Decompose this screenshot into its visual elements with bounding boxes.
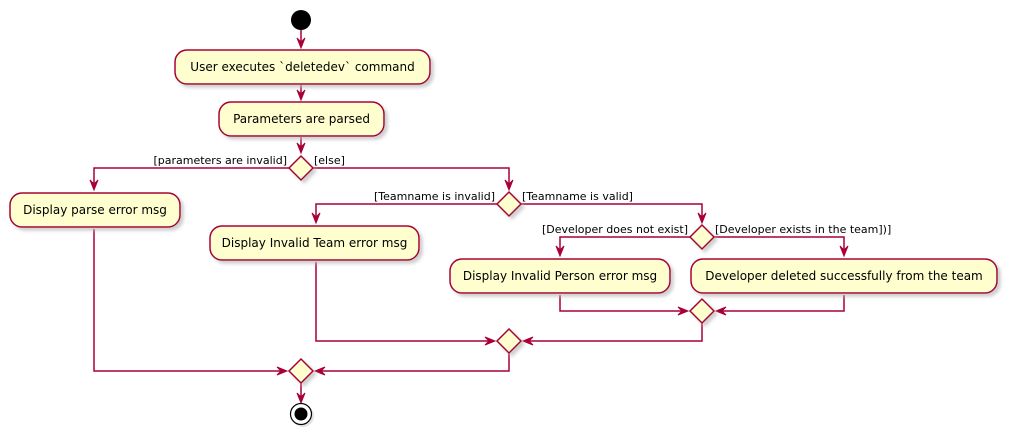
- guard-else: [else]: [314, 154, 345, 167]
- arrowhead-down: [504, 179, 514, 192]
- edges: [93, 30, 845, 399]
- start-node: [291, 10, 311, 30]
- end-node: [289, 402, 314, 427]
- activity-user-executes-label: User executes `deletedev` command: [190, 60, 414, 74]
- arrowhead-right: [484, 336, 497, 346]
- arrowhead-down: [296, 37, 306, 50]
- guard-team-valid: [Teamname is valid]: [522, 190, 633, 203]
- arrowhead-down: [697, 212, 707, 225]
- edge-dev-deleted-to-merge: [720, 295, 845, 312]
- arrowhead-right: [276, 366, 289, 376]
- arrowhead-down: [89, 179, 99, 192]
- arrowhead-right: [677, 306, 690, 316]
- edge-merge-inner-to-merge-team: [527, 323, 703, 342]
- guard-params-invalid: [parameters are invalid]: [153, 154, 287, 167]
- activity-dev-deleted: Developer deleted successfully from the …: [690, 258, 998, 294]
- activity-invalid-person: Display Invalid Person error msg: [449, 258, 671, 294]
- edge-merge-team-to-merge-final: [319, 353, 510, 372]
- arrowhead-down: [296, 392, 306, 405]
- edge-dev-not-exist-branch: [559, 236, 690, 254]
- arrowheads: [89, 37, 849, 405]
- edge-invalid-person-to-merge: [559, 295, 684, 312]
- activity-parse-error: Display parse error msg: [9, 192, 181, 228]
- edge-team-invalid-branch: [315, 203, 497, 221]
- arrowhead-down: [555, 245, 565, 258]
- edge-invalid-team-to-merge-team: [315, 262, 491, 342]
- arrowhead-down: [296, 89, 306, 102]
- decision-params-diamond: [287, 154, 315, 182]
- arrowhead-left: [714, 306, 727, 316]
- edge-team-valid-branch: [521, 203, 703, 221]
- guard-dev-exists: [Developer exists in the team])]: [715, 223, 891, 236]
- guard-dev-not-exist: [Developer does not exist]: [542, 223, 688, 236]
- arrowhead-left: [521, 336, 534, 346]
- decision-teamname-diamond: [495, 190, 523, 218]
- arrowhead-down: [311, 212, 321, 225]
- activity-parse-error-label: Display parse error msg: [23, 203, 167, 217]
- edge-params-invalid-branch: [93, 167, 289, 188]
- guard-labels: [parameters are invalid] [else] [Teamnam…: [153, 154, 891, 236]
- activity-params-parsed-label: Parameters are parsed: [233, 112, 370, 126]
- activity-invalid-person-label: Display Invalid Person error msg: [463, 269, 657, 283]
- activity-params-parsed: Parameters are parsed: [218, 101, 385, 137]
- activity-invalid-team-label: Display Invalid Team error msg: [222, 236, 408, 250]
- merge-params-diamond: [287, 357, 315, 385]
- edge-parse-error-to-merge-final: [93, 229, 283, 372]
- merge-teamname-diamond: [495, 327, 523, 355]
- merge-developer-diamond: [688, 297, 716, 325]
- edge-dev-exists-branch: [714, 236, 845, 254]
- activity-user-executes: User executes `deletedev` command: [174, 49, 431, 85]
- activity-invalid-team: Display Invalid Team error msg: [209, 225, 420, 261]
- decision-developer-diamond: [688, 223, 716, 251]
- arrowhead-down: [296, 142, 306, 155]
- activity-dev-deleted-label: Developer deleted successfully from the …: [705, 269, 983, 283]
- guard-team-invalid: [Teamname is invalid]: [374, 190, 495, 203]
- arrowhead-left: [313, 366, 326, 376]
- diamonds: [287, 154, 716, 385]
- edge-else-branch: [313, 167, 510, 188]
- arrowhead-down: [839, 245, 849, 258]
